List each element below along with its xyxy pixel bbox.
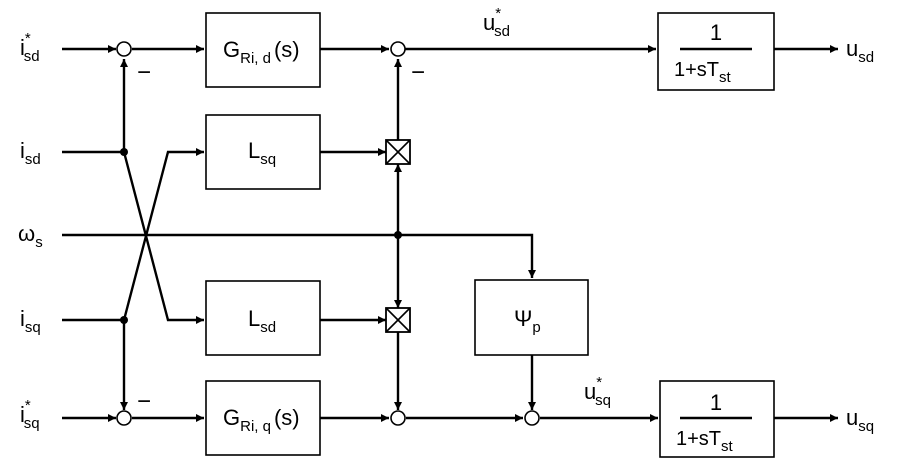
- label-isq: isq: [20, 306, 41, 336]
- label-isq-star: i*sq: [20, 397, 40, 432]
- pt1-d-numerator: 1: [710, 20, 722, 45]
- sum-junction-decoupling-d: [390, 41, 406, 57]
- label-usd-star: u*sd: [483, 5, 510, 40]
- label-isd-star: i*sd: [20, 30, 40, 65]
- multiplier-d: [385, 139, 411, 165]
- wire-omega: [62, 233, 536, 278]
- block-pt1-d: [657, 12, 775, 91]
- minus-sign-isq: −: [137, 388, 151, 415]
- label-omega-s: ωs: [18, 221, 43, 251]
- block-g-ri-d: [205, 12, 321, 88]
- label-usd: usd: [846, 36, 874, 66]
- sum-junction-isd: [116, 41, 132, 57]
- minus-sign-isd: −: [137, 59, 151, 86]
- junction-omega: [394, 231, 402, 239]
- sum-junction-psi: [524, 410, 540, 426]
- block-g-ri-q-label: GRi, q(s): [223, 405, 300, 435]
- sum-junction-decoupling-q: [390, 410, 406, 426]
- pt1-q-numerator: 1: [710, 390, 722, 415]
- block-g-ri-q: [205, 380, 321, 456]
- multiplier-q: [385, 307, 411, 333]
- block-psi-label: Ψp: [514, 306, 541, 336]
- wire-isd-to-lsd: [122, 151, 204, 324]
- block-l-sq: [205, 114, 321, 190]
- block-l-sq-label: Lsq: [248, 138, 276, 168]
- label-usq-star: u*sq: [584, 374, 611, 409]
- block-g-ri-d-label: GRi, d(s): [223, 37, 300, 67]
- label-usq: usq: [846, 405, 874, 435]
- pt1-q-denominator: 1+sTst: [676, 428, 734, 455]
- label-isd: isd: [20, 138, 41, 168]
- block-psi: [474, 279, 589, 356]
- wire-isq-to-lsq: [122, 148, 204, 321]
- block-l-sd: [205, 280, 321, 356]
- pt1-d-denominator: 1+sTst: [674, 59, 732, 86]
- junction-isq: [120, 316, 128, 324]
- sum-junction-isq: [116, 410, 132, 426]
- junction-isd: [120, 148, 128, 156]
- minus-sign-decoupling-d: −: [411, 59, 425, 86]
- block-l-sd-label: Lsd: [248, 306, 276, 336]
